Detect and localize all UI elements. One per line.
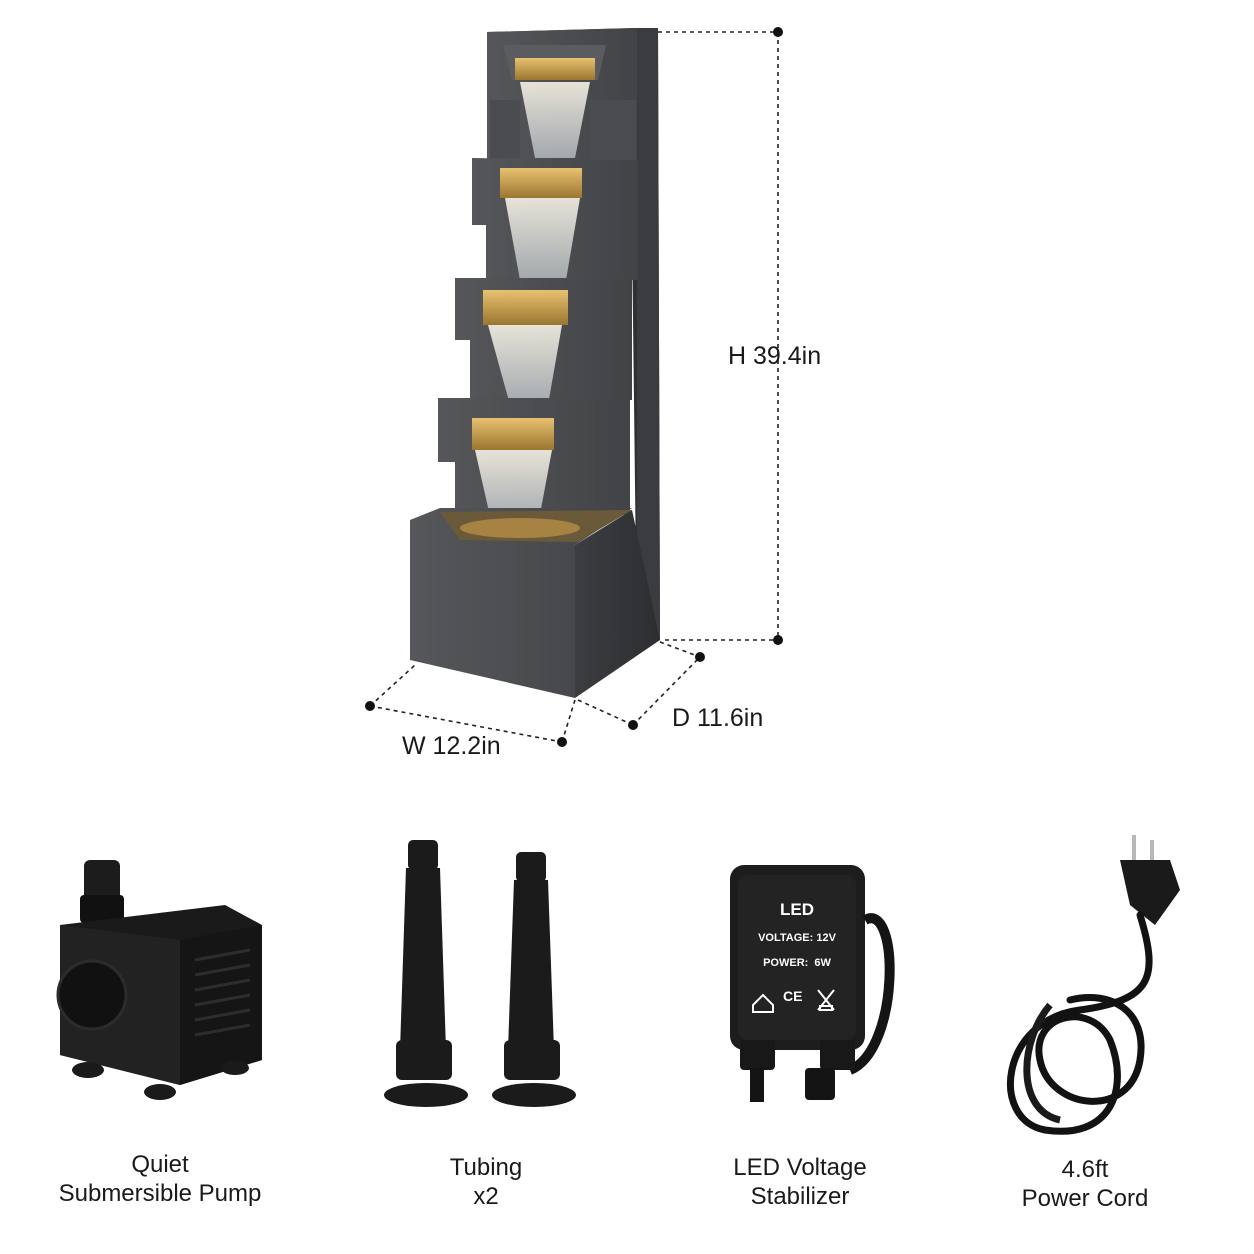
- fountain-base: [410, 508, 660, 698]
- accessory-label-line2: Submersible Pump: [58, 1180, 262, 1207]
- height-endpoint-top: [773, 27, 783, 37]
- accessory-label-line2: Stabilizer: [750, 1183, 850, 1210]
- led-box-voltage: VOLTAGE: 12V: [758, 932, 836, 944]
- fountain-tier-1: [490, 45, 636, 160]
- accessory-label-power-cord: 4.6ft Power Cord: [945, 1155, 1225, 1213]
- depth-label: D 11.6in: [672, 704, 764, 732]
- led-stabilizer-image: [730, 865, 895, 1102]
- ce-mark: CE: [783, 988, 803, 1004]
- submersible-pump-image: [56, 860, 262, 1100]
- depth-endpoint-front: [628, 720, 638, 730]
- fountain-illustration: [365, 27, 783, 747]
- width-endpoint-right: [557, 737, 567, 747]
- height-dimension-line: [658, 31, 779, 641]
- accessory-label-stabilizer: LED Voltage Stabilizer: [660, 1153, 940, 1211]
- height-label: H 39.4in: [728, 342, 822, 370]
- tubing-piece-right: [492, 852, 576, 1107]
- accessory-label-line1: LED Voltage: [733, 1154, 867, 1181]
- tubing-image: [384, 840, 576, 1107]
- tubing-piece-left: [384, 840, 468, 1107]
- power-cord-image: [1007, 835, 1180, 1135]
- accessory-label-line2: Power Cord: [1021, 1185, 1149, 1212]
- width-dimension-line: [369, 664, 576, 743]
- led-box-power: POWER: 6W: [763, 957, 831, 969]
- width-endpoint-left: [365, 701, 375, 711]
- accessory-label-line1: Tubing: [449, 1154, 523, 1181]
- depth-dimension-line: [577, 641, 701, 726]
- accessory-label-tubing: Tubing x2: [346, 1153, 626, 1211]
- fountain-tier-2: [472, 158, 638, 280]
- width-label: W 12.2in: [402, 732, 501, 760]
- fountain-tier-3: [455, 278, 632, 405]
- fountain-tier-4: [438, 398, 630, 525]
- accessory-label-pump: Quiet Submersible Pump: [20, 1150, 300, 1208]
- accessory-label-line1: Quiet: [131, 1151, 189, 1178]
- height-endpoint-bottom: [773, 635, 783, 645]
- depth-endpoint-back: [695, 652, 705, 662]
- accessory-label-line1: 4.6ft: [1061, 1156, 1109, 1183]
- led-box-title: LED: [780, 900, 814, 919]
- accessory-label-line2: x2: [473, 1183, 499, 1210]
